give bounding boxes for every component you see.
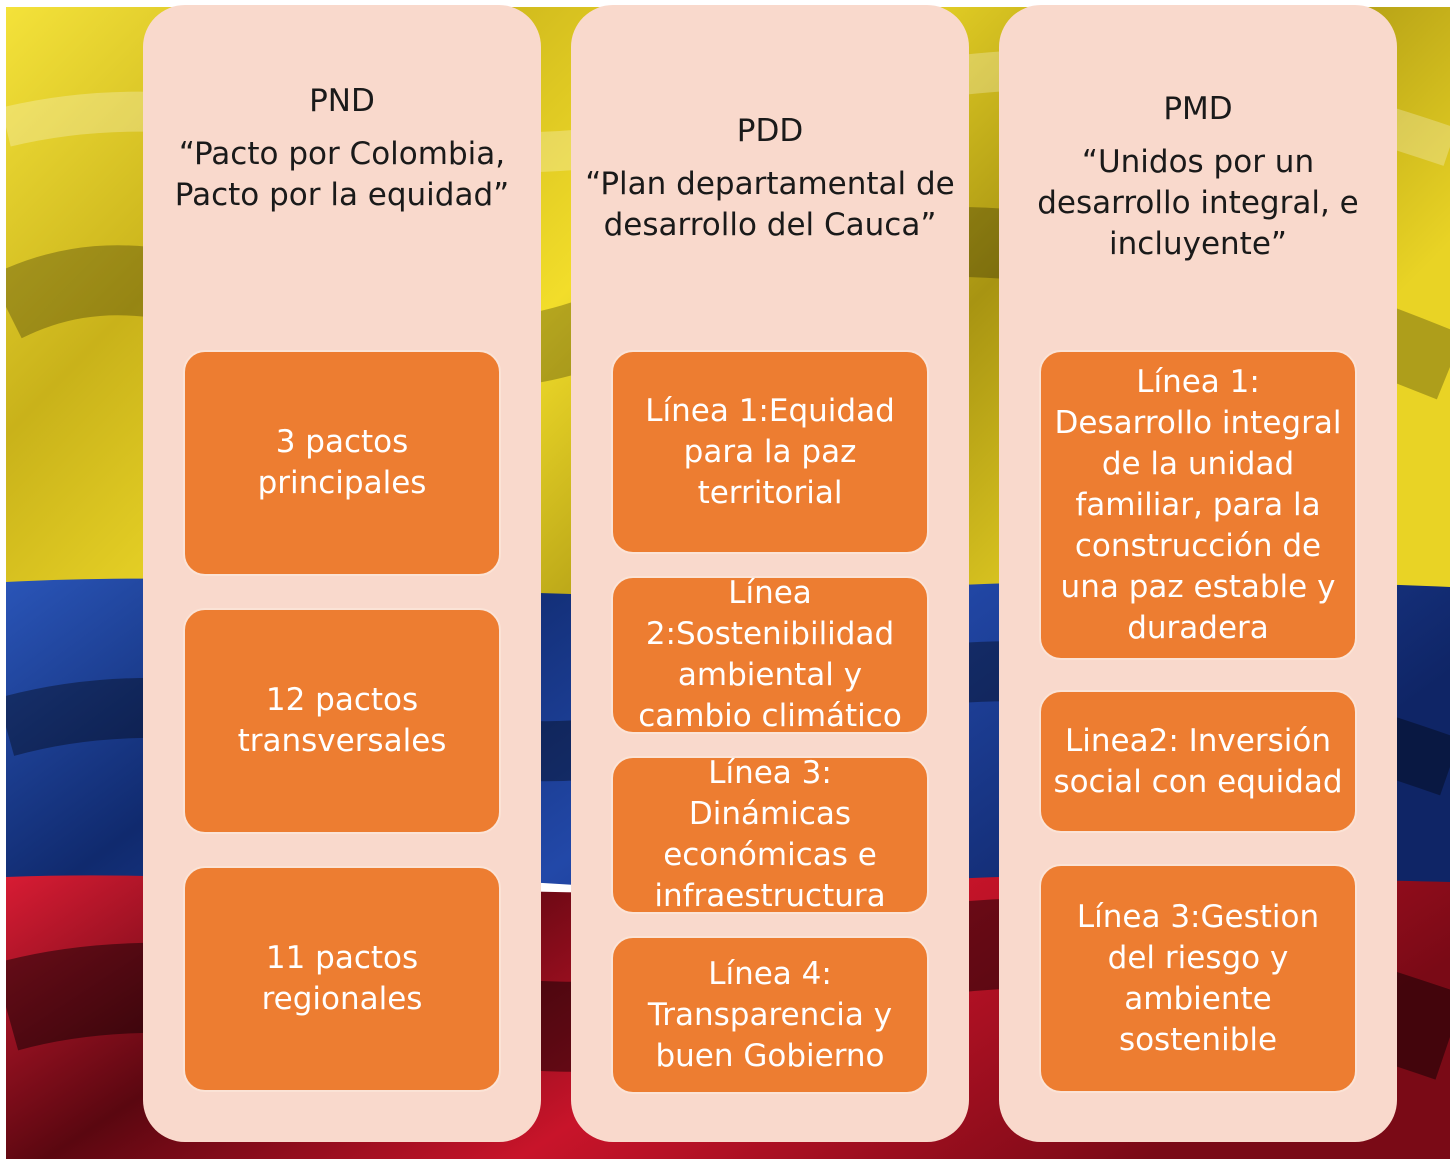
item-label: 12 pactos transversales	[237, 682, 447, 759]
column-header: PMD “Unidos por un desarrollo integral, …	[999, 89, 1397, 265]
item-box: 11 pactos regionales	[183, 866, 501, 1092]
column-pmd: PMD “Unidos por un desarrollo integral, …	[999, 5, 1397, 1142]
column-plan-name: “Pacto por Colombia, Pacto por la equida…	[174, 136, 510, 213]
item-label: Línea 4: Transparencia y buen Gobierno	[647, 955, 893, 1074]
item-box: Línea 3: Dinámicas económicas e infraest…	[611, 756, 929, 914]
item-label: Línea 1: Desarrollo integral de la unida…	[1054, 363, 1342, 646]
item-label: Línea 3: Dinámicas económicas e infraest…	[654, 756, 886, 914]
column-abbreviation: PMD	[1163, 91, 1233, 127]
column-plan-name: “Plan departamental de desarrollo del Ca…	[585, 166, 955, 243]
item-box: 12 pactos transversales	[183, 608, 501, 834]
item-box: Línea 3:Gestion del riesgo y ambiente so…	[1039, 864, 1357, 1093]
item-box: Linea2: Inversión social con equidad	[1039, 690, 1357, 833]
column-abbreviation: PND	[309, 83, 375, 119]
item-label: 3 pactos principales	[257, 424, 427, 501]
item-box: Línea 4: Transparencia y buen Gobierno	[611, 936, 929, 1094]
item-box: Línea 1:Equidad para la paz territorial	[611, 350, 929, 554]
item-label: Línea 3:Gestion del riesgo y ambiente so…	[1076, 898, 1320, 1058]
item-box: 3 pactos principales	[183, 350, 501, 576]
column-abbreviation: PDD	[736, 113, 804, 149]
item-label: Línea 2:Sostenibilidad ambiental y cambi…	[638, 576, 902, 734]
column-header: PND “Pacto por Colombia, Pacto por la eq…	[143, 81, 541, 216]
item-box: Línea 2:Sostenibilidad ambiental y cambi…	[611, 576, 929, 734]
column-pnd: PND “Pacto por Colombia, Pacto por la eq…	[143, 5, 541, 1142]
column-pdd: PDD “Plan departamental de desarrollo de…	[571, 5, 969, 1142]
column-plan-name: “Unidos por un desarrollo integral, e in…	[1037, 144, 1359, 262]
item-label: 11 pactos regionales	[261, 940, 423, 1017]
item-label: Linea2: Inversión social con equidad	[1053, 722, 1343, 800]
column-header: PDD “Plan departamental de desarrollo de…	[571, 111, 969, 246]
item-box: Línea 1: Desarrollo integral de la unida…	[1039, 350, 1357, 660]
item-label: Línea 1:Equidad para la paz territorial	[645, 392, 895, 511]
